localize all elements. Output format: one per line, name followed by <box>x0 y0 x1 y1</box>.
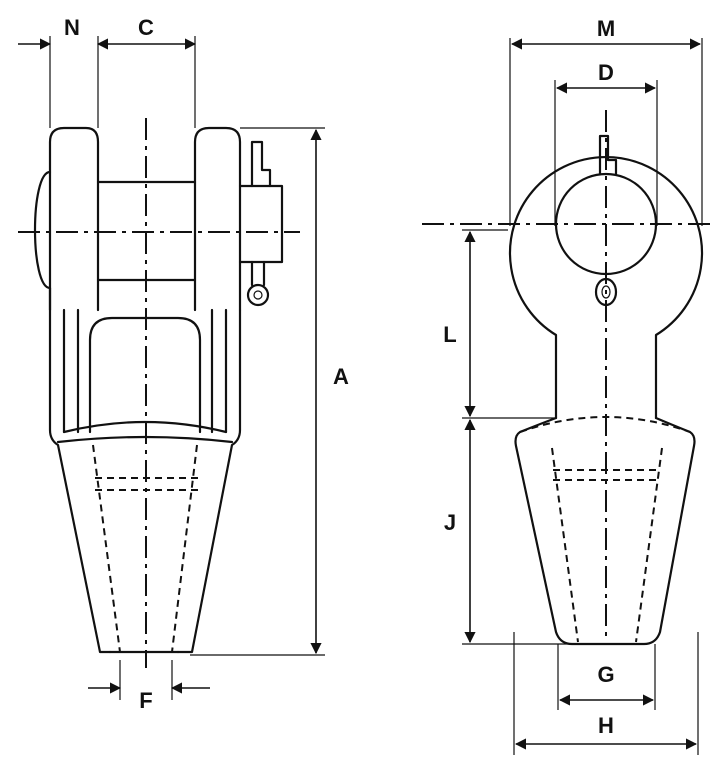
front-view <box>18 118 300 668</box>
right-ear <box>193 126 242 312</box>
cotter-pin <box>250 140 272 188</box>
body-outline-right <box>176 308 242 654</box>
dim-label-d: D <box>598 60 614 85</box>
dim-label-j: J <box>444 510 456 535</box>
side-dimensions: M D L J G H <box>443 16 703 755</box>
dim-label-a: A <box>333 364 349 389</box>
cotter-ring <box>246 283 270 307</box>
side-hidden-bore-left <box>551 447 579 643</box>
hidden-bore-right <box>171 444 198 653</box>
dim-label-g: G <box>597 662 614 687</box>
side-hidden-bore-right <box>635 447 663 643</box>
dim-label-c: C <box>138 15 154 40</box>
hidden-bore-left <box>92 444 121 653</box>
dim-label-h: H <box>598 713 614 738</box>
dim-label-l: L <box>443 322 456 347</box>
left-ear <box>48 126 100 312</box>
dim-label-n: N <box>64 15 80 40</box>
front-dimensions: N C A F <box>18 15 349 713</box>
dim-label-f: F <box>139 688 152 713</box>
body-outline-left <box>48 286 112 654</box>
dim-label-m: M <box>597 16 615 41</box>
side-view <box>422 110 712 646</box>
socket-body <box>514 416 696 646</box>
cotter-housing <box>238 184 284 264</box>
pin-head <box>33 170 52 290</box>
